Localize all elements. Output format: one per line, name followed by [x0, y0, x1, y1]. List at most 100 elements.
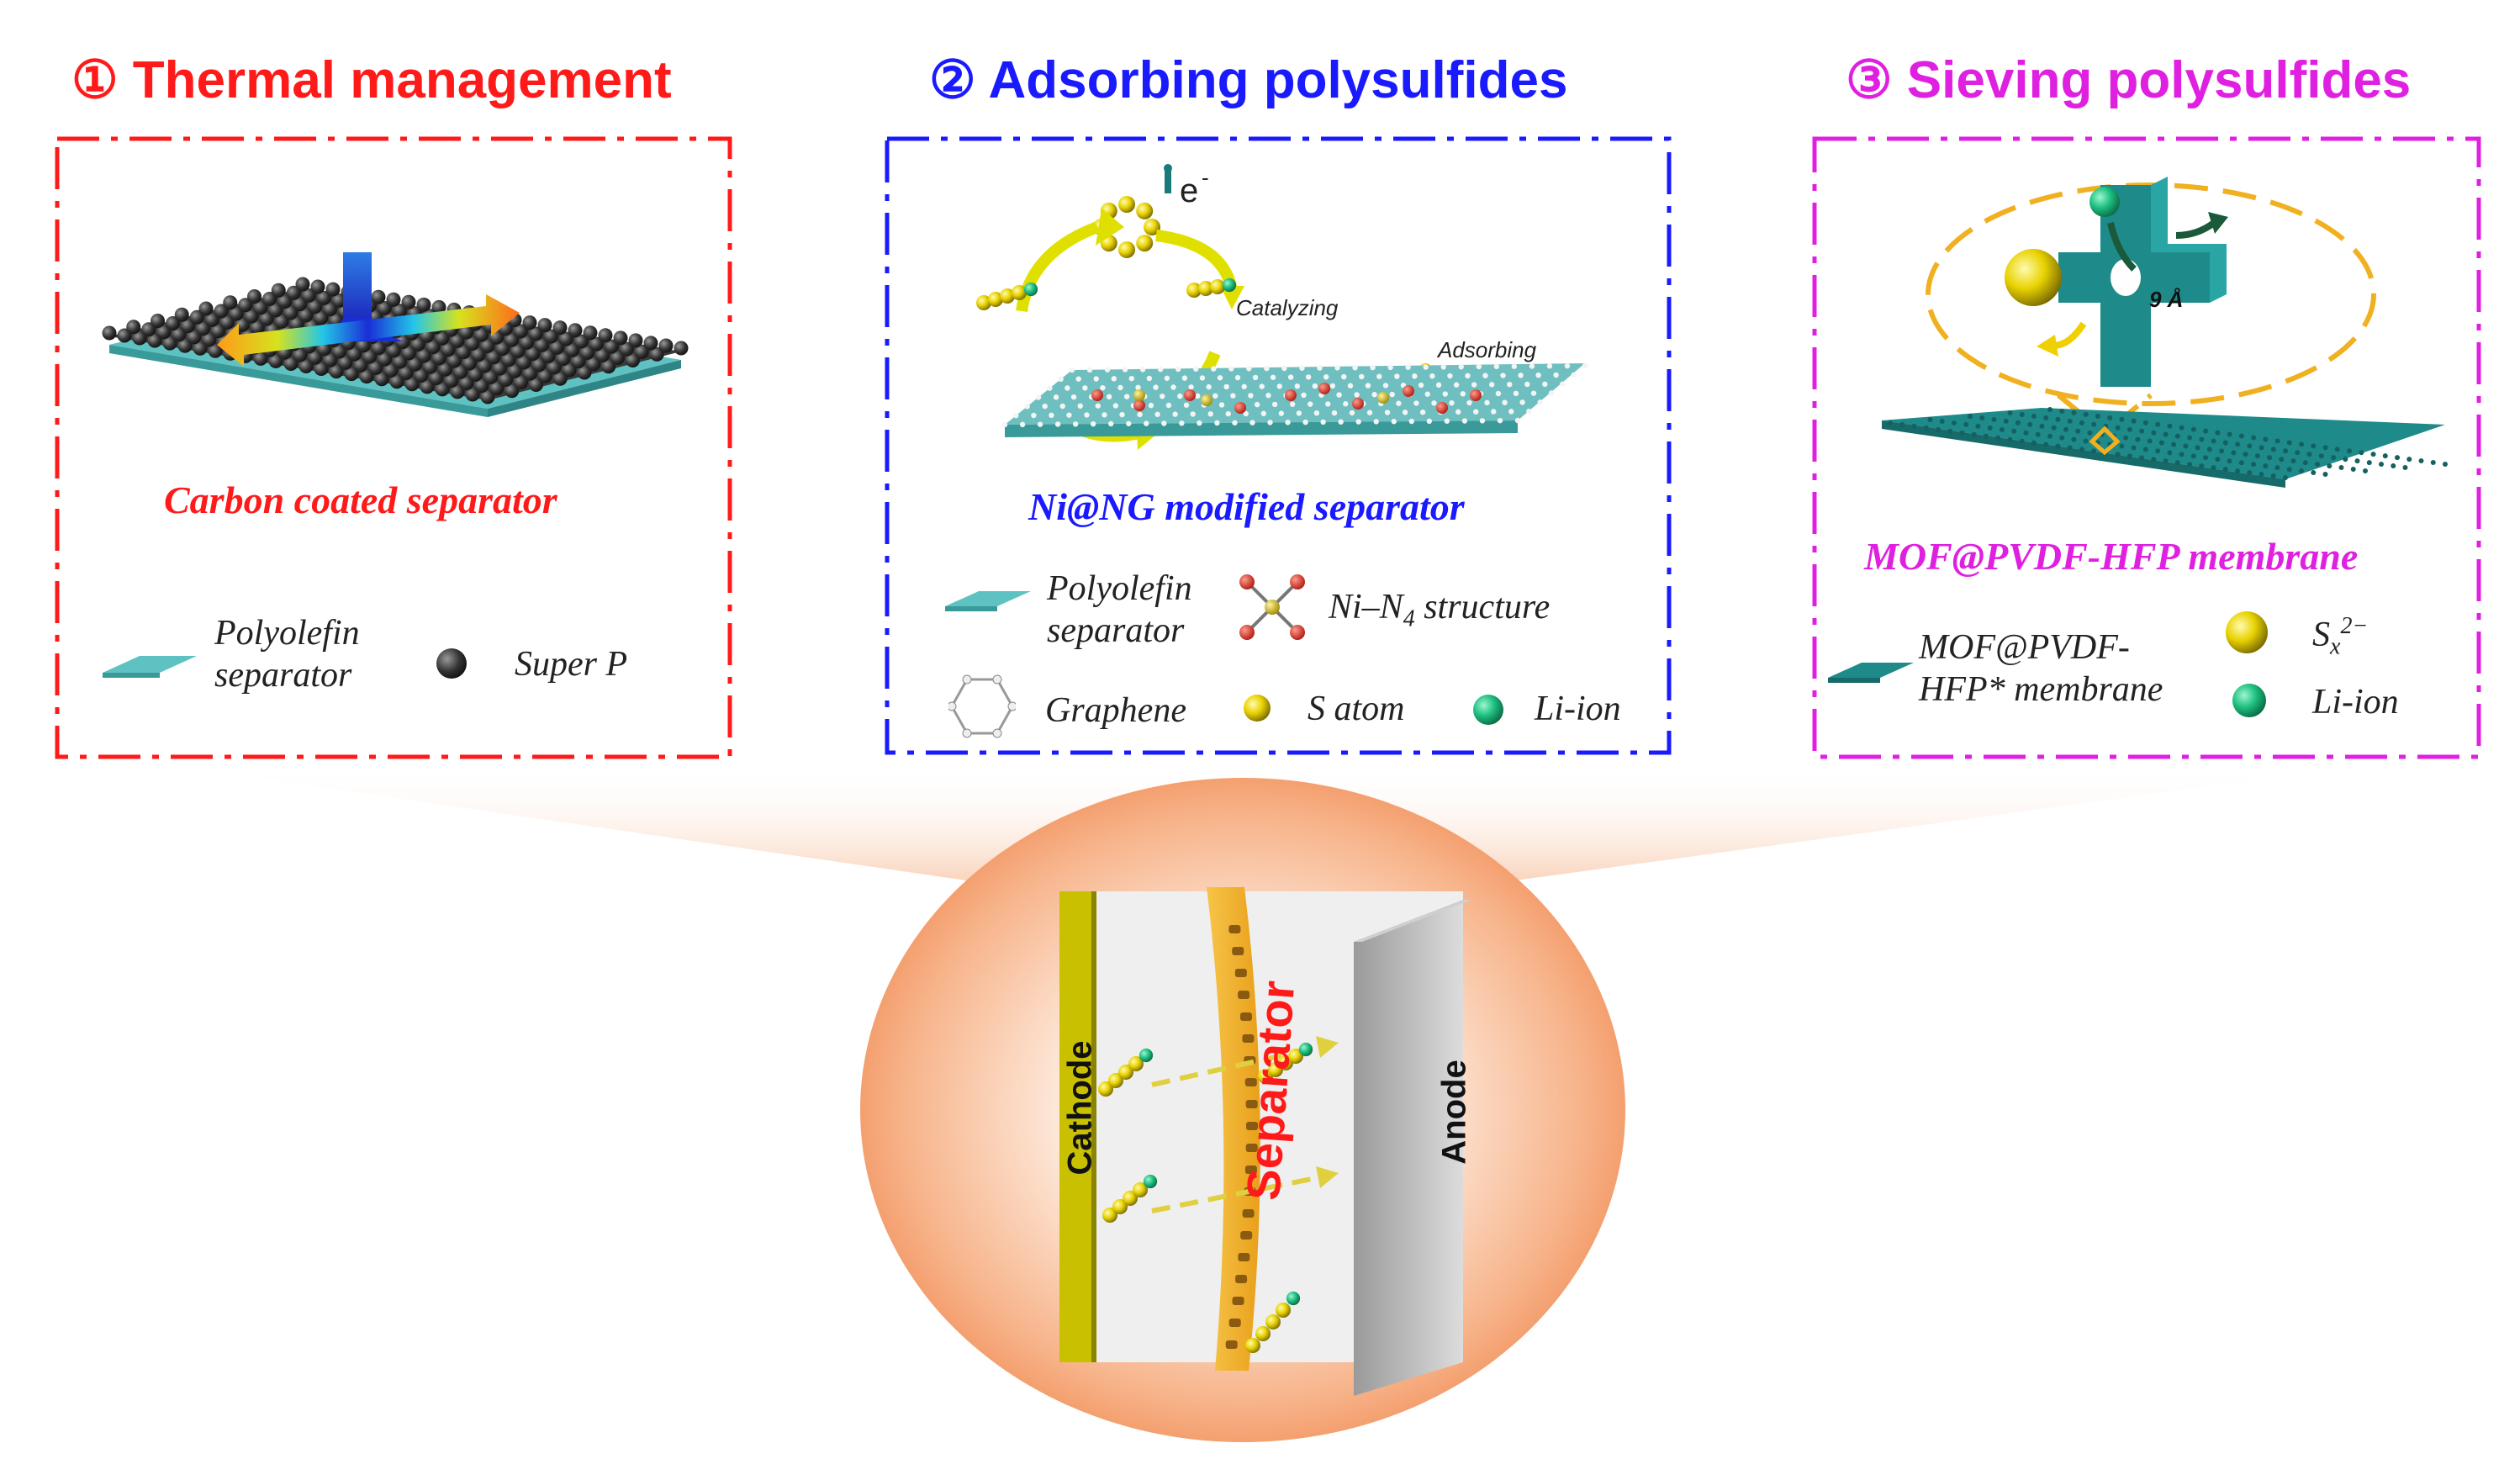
sulfur-atom	[1265, 1314, 1281, 1329]
anode-label: Anode	[1435, 1060, 1473, 1165]
legend-polyolefin-line2: separator	[214, 656, 352, 695]
legend-mof-line1: MOF@PVDF-	[1919, 628, 2130, 667]
separator-plate	[1207, 887, 1260, 1371]
separator-pore	[1238, 991, 1250, 999]
mof-membrane-icon	[1828, 663, 1914, 683]
graphene-hexagon-icon	[948, 674, 1016, 738]
svg-text:-: -	[1202, 165, 1209, 190]
sulfur-atom	[1245, 1338, 1260, 1353]
separator-pore	[1228, 925, 1241, 933]
separator-pore	[1240, 1231, 1253, 1240]
panel-3-title: ③ Sieving polysulfides	[1846, 51, 2412, 109]
catalyzing-label: Catalyzing	[1236, 295, 1339, 320]
panel-2-title: ② Adsorbing polysulfides	[929, 51, 1568, 109]
nickel-atom	[1201, 394, 1212, 406]
sulfur-atom	[1288, 1049, 1303, 1064]
legend-sx-label: Sx2−	[2312, 605, 2368, 668]
lithium-atom	[1143, 1174, 1158, 1189]
legend-sx-base: S	[2312, 616, 2330, 654]
legend-structure-text: structure	[1414, 588, 1551, 626]
s-atom-icon	[1244, 695, 1271, 722]
nitrogen-atom	[1352, 398, 1364, 410]
sulfur-atom	[1108, 1073, 1123, 1088]
separator-pore	[1245, 1144, 1258, 1152]
sulfur-atom	[1186, 283, 1202, 298]
sx-polysulfide-icon	[2226, 611, 2268, 653]
panel-2-caption: Ni@NG modified separator	[1028, 485, 1465, 528]
sulfur-atom	[1198, 281, 1213, 296]
legend-sx-sub: x	[2330, 633, 2341, 660]
lithium-atom	[1138, 1048, 1154, 1063]
legend-ni-n-text: Ni–N	[1329, 588, 1403, 626]
li-ion-ball	[2089, 187, 2120, 217]
sulfur-atom	[1118, 241, 1135, 258]
legend-polyolefin-line1-2: Polyolefin	[1047, 569, 1192, 608]
polysulfide-ball	[2005, 249, 2062, 306]
mof-membrane-illustration: 9 Å	[1882, 177, 2448, 488]
battery-cell-illustration	[1059, 887, 1471, 1396]
sulfur-atom	[976, 295, 991, 310]
nitrogen-atom	[1184, 389, 1196, 401]
separator-pore	[1235, 1275, 1248, 1283]
separator-pore	[1244, 1166, 1257, 1174]
legend-li-ion-label-3: Li-ion	[2312, 683, 2399, 722]
panel-3-caption: MOF@PVDF-HFP membrane	[1864, 535, 2359, 578]
sulfur-atom	[1118, 196, 1135, 213]
panel-2-frame	[885, 136, 1672, 755]
nitrogen-atom	[1436, 402, 1448, 414]
sulfur-atom	[1210, 279, 1225, 294]
nitrogen-atom	[1403, 385, 1414, 397]
legend-sx-sup: 2−	[2340, 613, 2369, 639]
separator-pore	[1245, 1122, 1258, 1130]
separator-pore	[1228, 1319, 1241, 1327]
panel-1-frame	[55, 136, 732, 759]
legend-ni-n-sub: 4	[1403, 605, 1415, 632]
anode-plate	[1354, 900, 1463, 1396]
nickel-atom	[1377, 392, 1389, 404]
cathode-label: Cathode	[1061, 1040, 1099, 1176]
lithium-atom	[1222, 278, 1237, 293]
panel-1-title: ① Thermal management	[71, 51, 672, 109]
separator-pore	[1232, 1297, 1244, 1305]
sulfur-atom	[1123, 1191, 1138, 1206]
legend-mof-membrane-label: MOF@PVDF- HFP* membrane	[1919, 626, 2163, 711]
nitrogen-atom	[1318, 383, 1330, 394]
mof-pore-cross	[2058, 177, 2227, 387]
nitrogen-atom	[1234, 402, 1246, 414]
membrane-pores	[1888, 407, 2448, 480]
nitrogen-atom	[1285, 389, 1297, 401]
polyolefin-separator-icon	[103, 656, 197, 678]
separator-pore	[1244, 1078, 1257, 1086]
super-p-sphere-icon	[436, 648, 467, 679]
sulfur-atom	[1128, 1056, 1144, 1071]
sulfur-atom	[1012, 285, 1027, 300]
graphene-sheet-atoms	[1001, 362, 1588, 428]
sulfur-atom	[1118, 1065, 1133, 1080]
sulfur-atom	[1136, 235, 1154, 252]
legend-polyolefin-line1: Polyolefin	[214, 614, 360, 653]
separator-pore	[1232, 947, 1244, 955]
legend-ni-n4-label: Ni–N4 structure	[1329, 586, 1550, 640]
sulfur-atom	[1136, 202, 1154, 219]
ni-ng-separator-illustration: e - Catalyzing Adsorbing	[976, 164, 1588, 450]
adsorbing-label: Adsorbing	[1436, 337, 1537, 362]
sulfur-atom	[1000, 288, 1015, 304]
ni-n4-structure-icon	[1239, 574, 1305, 640]
nitrogen-atom	[1091, 389, 1103, 401]
legend-polyolefin-label: Polyolefin separator	[214, 612, 360, 696]
sulfur-atom	[1133, 1182, 1148, 1197]
nitrogen-atom	[1470, 389, 1482, 401]
nitrogen-atom	[1133, 399, 1145, 411]
pore-size-label: 9 Å	[2149, 287, 2183, 312]
sulfur-atom	[1255, 1326, 1271, 1341]
sulfur-atom	[988, 292, 1003, 307]
separator-pore	[1242, 1034, 1255, 1043]
electron-label: e	[1180, 172, 1198, 209]
panel-1-caption: Carbon coated separator	[164, 478, 557, 521]
separator-pore	[1242, 1209, 1255, 1218]
separator-pore	[1245, 1100, 1258, 1108]
sulfur-atom	[1144, 219, 1160, 235]
legend-super-p-label: Super P	[515, 645, 628, 684]
